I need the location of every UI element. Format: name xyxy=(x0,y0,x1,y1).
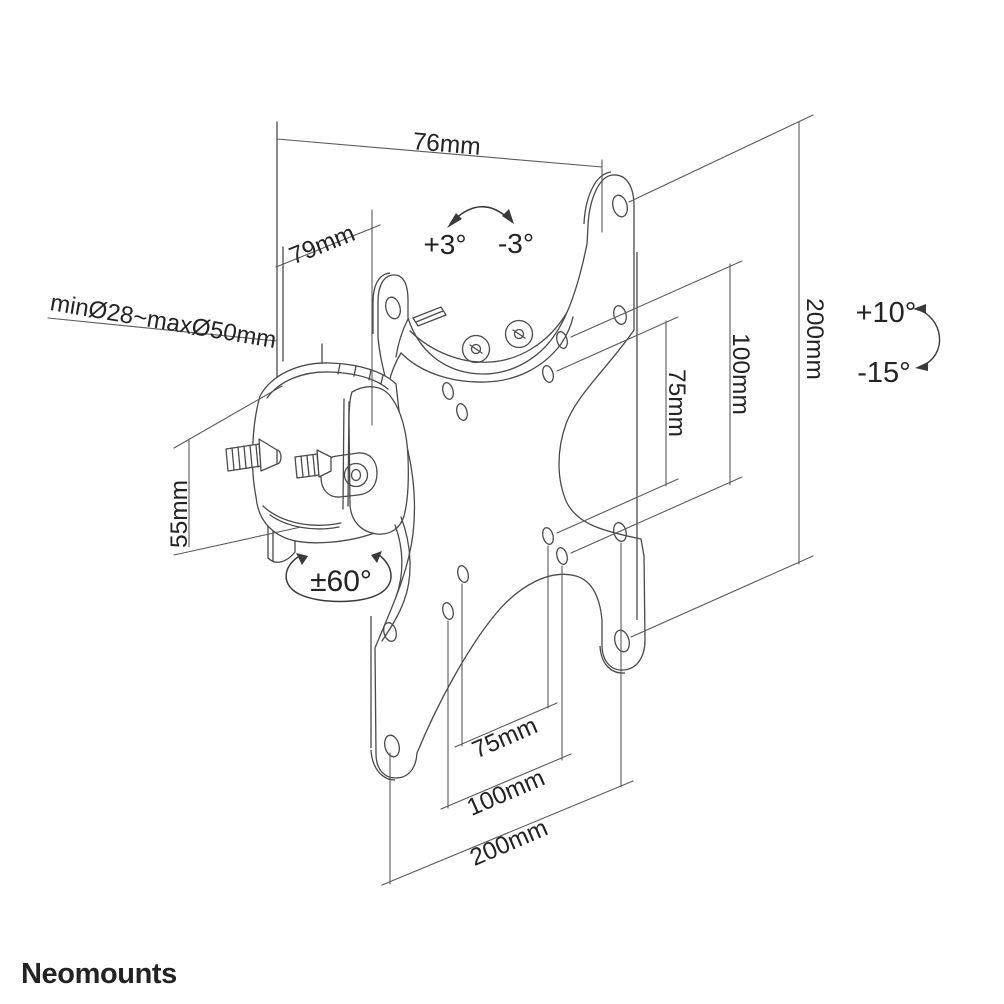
brand-logo: Neomounts xyxy=(21,958,177,990)
vesa-hole xyxy=(612,194,628,218)
vesa-hole xyxy=(614,629,630,653)
vesa-hole xyxy=(613,305,627,325)
vesa-hole xyxy=(556,331,568,349)
dimension-horizontal-75mm xyxy=(454,545,558,748)
clamp-boss xyxy=(343,462,369,488)
label-vesa-v-200: 200mm xyxy=(801,298,828,380)
vesa-hole xyxy=(442,382,454,400)
pole-clamp xyxy=(225,362,411,642)
dimension-lines xyxy=(47,114,814,886)
neck-screw xyxy=(461,334,491,364)
vesa-hole xyxy=(542,527,554,545)
vesa-hole xyxy=(556,547,568,565)
label-vesa-h-100: 100mm xyxy=(463,764,549,821)
dimension-vertical-100mm xyxy=(570,260,743,554)
label-depth: 76mm xyxy=(412,128,482,161)
pole-below-clamp xyxy=(267,506,296,563)
label-vesa-v-100: 100mm xyxy=(727,333,754,415)
clamp-top-inner-edge xyxy=(266,371,389,399)
clamp-hook xyxy=(381,516,411,642)
vesa-hole xyxy=(456,403,468,421)
clamp-front-plate xyxy=(348,386,410,535)
dimension-horizontal-200mm xyxy=(381,542,634,886)
label-vesa-h-75: 75mm xyxy=(468,712,541,764)
label-level-plus: +3° xyxy=(423,229,466,260)
dimension-offset-79mm xyxy=(275,209,381,426)
dimension-depth-76mm xyxy=(276,138,603,233)
clamp-boss-hole xyxy=(350,468,362,482)
label-clamp-height: 55mm xyxy=(166,480,193,548)
label-tilt-down: -15° xyxy=(857,357,911,389)
vesa-hole xyxy=(442,602,454,620)
label-level-minus: -3° xyxy=(498,228,534,259)
dimension-vertical-75mm xyxy=(556,316,679,534)
label-vesa-v-75: 75mm xyxy=(663,369,690,437)
vesa-plate-outline xyxy=(374,174,646,779)
pole-diameter-leader xyxy=(47,317,278,342)
motion-arrows xyxy=(285,205,941,603)
vesa-hole xyxy=(457,565,469,583)
vesa-plate xyxy=(370,171,646,781)
dimension-clamp-height-55mm xyxy=(173,385,302,556)
vesa-hole xyxy=(384,734,400,758)
pole xyxy=(267,121,323,563)
clamp-screw xyxy=(225,438,282,472)
tilt-neck xyxy=(388,306,574,384)
vesa-hole xyxy=(385,296,401,320)
label-pole-diameter: minØ28~maxØ50mm xyxy=(48,289,278,354)
label-vesa-h-200: 200mm xyxy=(466,814,552,871)
latch-tab xyxy=(412,306,447,327)
clamp-screw xyxy=(294,449,332,479)
swivel-arc-icon xyxy=(285,551,392,603)
clamp-hook-echo xyxy=(394,524,403,598)
vesa-hole xyxy=(542,365,554,383)
label-swivel: ±60° xyxy=(310,565,372,598)
dimension-horizontal-100mm xyxy=(440,565,572,810)
tilt-arc-icon xyxy=(913,304,941,371)
neck-screw xyxy=(504,319,534,349)
clamp-top-ribs xyxy=(337,363,384,385)
vesa-hole xyxy=(383,622,397,642)
label-tilt-up: +10° xyxy=(856,297,917,329)
dimension-vertical-200mm xyxy=(628,114,814,638)
label-pole-offset: 79mm xyxy=(286,220,359,270)
rotation-arc-icon xyxy=(447,205,514,228)
plate-thickness-edges xyxy=(370,171,638,781)
